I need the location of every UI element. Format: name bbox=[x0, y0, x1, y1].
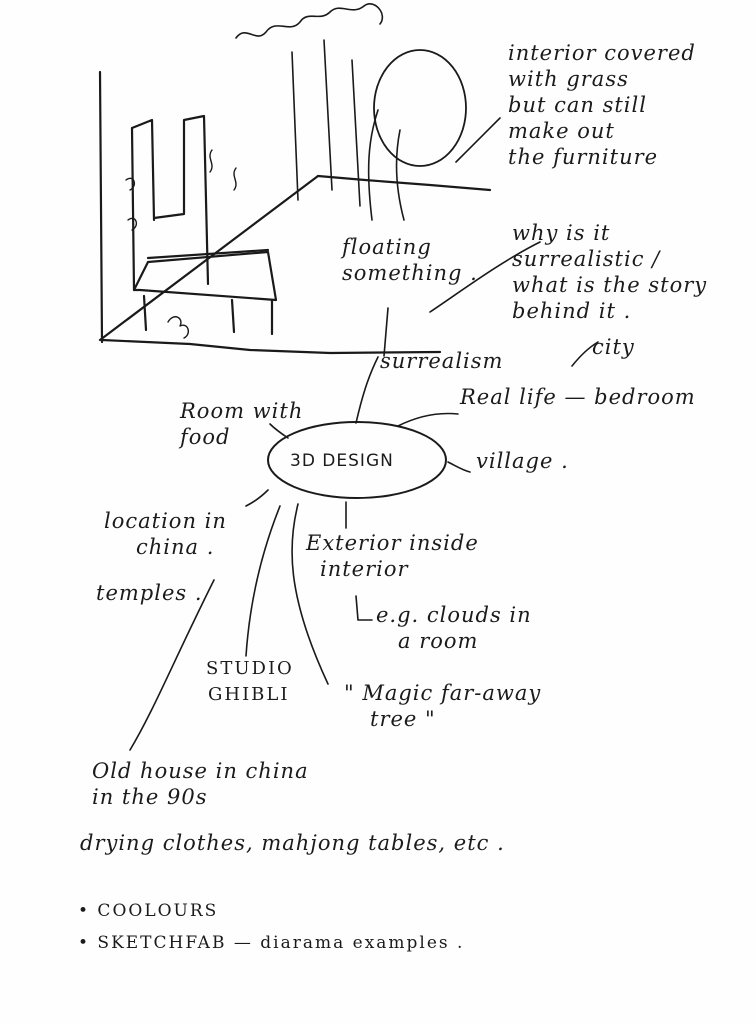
surrealism-question: why is it surrealistic / what is the sto… bbox=[512, 220, 707, 324]
question-line: why is it bbox=[512, 221, 611, 245]
room-sketch bbox=[98, 3, 501, 355]
floating-line: floating bbox=[342, 235, 432, 259]
connectors bbox=[129, 241, 599, 751]
interior-note-line: with grass bbox=[508, 67, 629, 91]
old-house-label: Old house in china in the 90s bbox=[92, 758, 309, 810]
interior-note-line: interior covered bbox=[508, 41, 696, 65]
interior-note: interior covered with grass but can stil… bbox=[508, 40, 696, 170]
bullet-sketchfab: • SKETCHFAB — diarama examples . bbox=[78, 933, 465, 953]
example-line: a room bbox=[398, 629, 479, 653]
studio-ghibli-line: GHIBLI bbox=[208, 684, 290, 705]
old-house-line: Old house in china bbox=[92, 759, 309, 783]
interior-note-line: the furniture bbox=[508, 145, 659, 169]
exterior-line: interior bbox=[320, 557, 409, 581]
studio-ghibli-line: STUDIO bbox=[206, 658, 294, 679]
interior-note-line: make out bbox=[508, 119, 615, 143]
magic-tree-line: tree " bbox=[370, 707, 436, 731]
location-line: china . bbox=[136, 535, 215, 559]
floating-line: something . bbox=[342, 261, 478, 285]
bullet-colours: • COOLOURS bbox=[78, 901, 219, 921]
real-life-label: Real life — bedroom bbox=[460, 385, 696, 409]
magic-tree-label: " Magic far-away tree " bbox=[344, 680, 541, 732]
question-line: surrealistic / bbox=[512, 247, 661, 271]
location-label: location in china . bbox=[104, 508, 227, 560]
room-with-food-line: food bbox=[180, 425, 231, 449]
interior-note-line: but can still bbox=[508, 93, 647, 117]
question-line: behind it . bbox=[512, 299, 632, 323]
exterior-label: Exterior inside interior bbox=[306, 530, 479, 582]
city-label: city bbox=[592, 335, 635, 359]
village-label: village . bbox=[476, 449, 569, 473]
room-with-food-line: Room with bbox=[180, 399, 304, 423]
studio-ghibli-label: STUDIO GHIBLI bbox=[206, 656, 294, 708]
temples-label: temples . bbox=[96, 581, 203, 605]
old-house-line: in the 90s bbox=[92, 785, 208, 809]
magic-tree-line: " Magic far-away bbox=[344, 681, 542, 705]
question-line: what is the story bbox=[512, 273, 708, 297]
surrealism-label: surrealism bbox=[380, 349, 504, 373]
room-with-food-label: Room with food bbox=[180, 398, 303, 450]
exterior-line: Exterior inside bbox=[306, 531, 479, 555]
center-label: 3D DESIGN bbox=[290, 451, 394, 471]
exterior-example: e.g. clouds in a room bbox=[376, 602, 532, 654]
location-line: location in bbox=[104, 509, 227, 533]
example-line: e.g. clouds in bbox=[376, 603, 532, 627]
floating-something-note: floating something . bbox=[342, 234, 478, 286]
details-label: drying clothes, mahjong tables, etc . bbox=[80, 831, 505, 855]
